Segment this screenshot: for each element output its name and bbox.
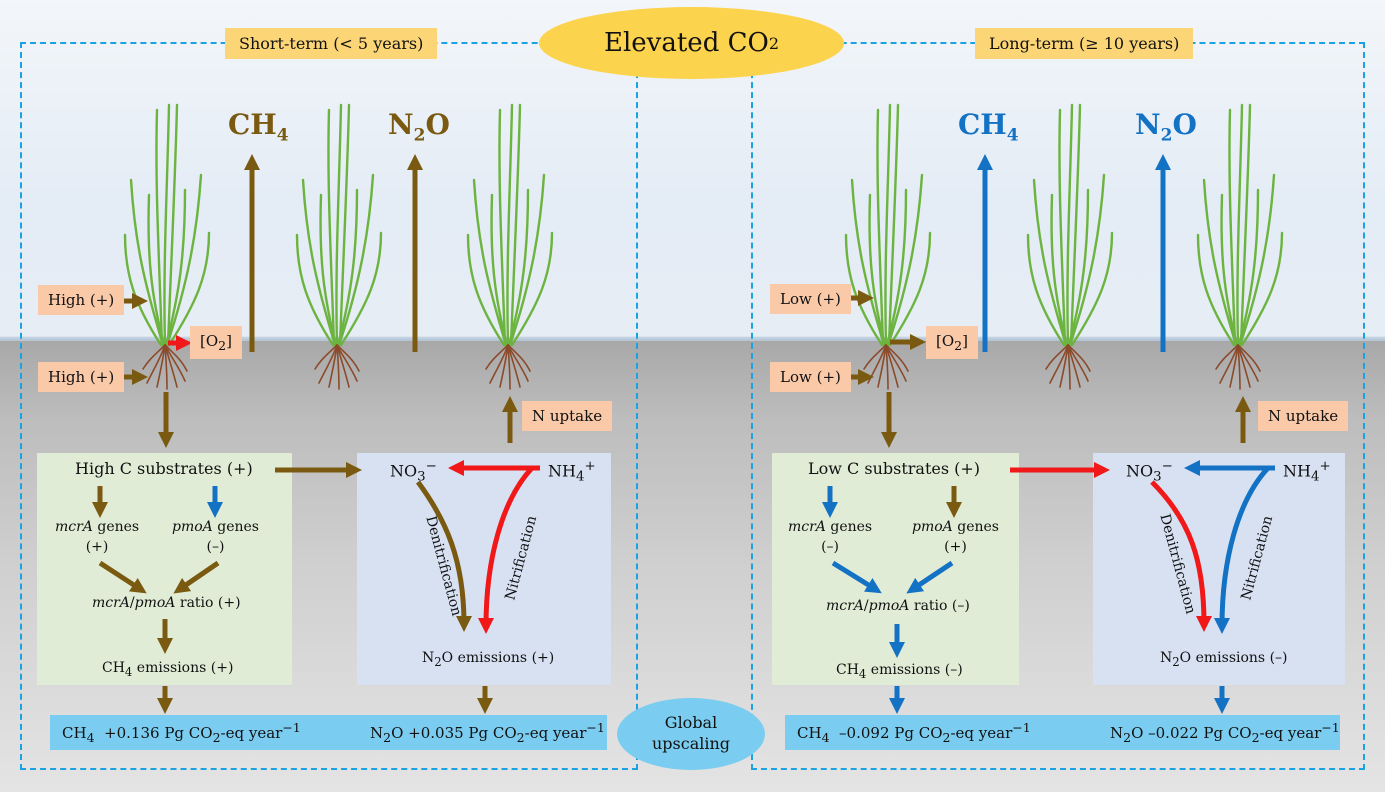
left-input-bottom: High (+) <box>38 362 125 392</box>
right-no3: NO3− <box>1126 459 1173 485</box>
left-nitrogen-box <box>357 453 611 685</box>
left-nh4: NH4+ <box>548 459 596 485</box>
right-n2o-label: N2O <box>1135 108 1197 146</box>
right-mcra-genes: mcrA genes(–) <box>788 519 873 555</box>
rice-plant <box>295 103 383 391</box>
right-n2o-emissions: N2O emissions (–) <box>1160 650 1288 669</box>
right-nh4: NH4+ <box>1283 459 1331 485</box>
right-n-uptake: N uptake <box>1258 401 1349 431</box>
rice-plant <box>844 103 932 391</box>
short-term-label: Short-term (< 5 years) <box>225 28 438 59</box>
left-n2o-emissions: N2O emissions (+) <box>422 650 555 669</box>
left-n2o-label: N2O <box>388 108 450 146</box>
left-o2-label: [O2] <box>190 326 242 359</box>
left-input-top: High (+) <box>38 285 125 315</box>
rice-plant <box>1026 103 1114 391</box>
right-o2-label: [O2] <box>926 326 978 359</box>
right-input-bottom: Low (+) <box>770 362 851 392</box>
right-upscaling-bar: CH4 –0.092 Pg CO2-eq year−1 N2O –0.022 P… <box>785 715 1340 750</box>
left-upscaling-bar: CH4 +0.136 Pg CO2-eq year−1 N2O +0.035 P… <box>50 715 607 750</box>
right-upscale-ch4: CH4 –0.092 Pg CO2-eq year−1 <box>797 720 1031 745</box>
right-nitrogen-box <box>1093 453 1345 685</box>
left-ch4-label: CH4 <box>228 108 289 146</box>
right-ratio: mcrA/pmoA ratio (–) <box>826 598 970 614</box>
long-term-label: Long-term (≥ 10 years) <box>975 28 1194 59</box>
left-upscale-ch4: CH4 +0.136 Pg CO2-eq year−1 <box>62 720 301 745</box>
right-ch4-emissions: CH4 emissions (–) <box>836 662 963 681</box>
left-ratio: mcrA/pmoA ratio (+) <box>92 595 241 611</box>
left-pmoa-genes: pmoA genes(–) <box>172 519 259 555</box>
left-c-substrates: High C substrates (+) <box>75 459 253 478</box>
left-n-uptake: N uptake <box>522 401 613 431</box>
left-ch4-emissions: CH4 emissions (+) <box>102 660 234 679</box>
right-c-substrates: Low C substrates (+) <box>808 459 981 478</box>
right-ch4-label: CH4 <box>958 108 1019 146</box>
right-input-top: Low (+) <box>770 284 851 314</box>
rice-plant <box>466 103 554 391</box>
right-upscale-n2o: N2O –0.022 Pg CO2-eq year−1 <box>1110 720 1340 745</box>
water-surface <box>0 337 1385 341</box>
right-pmoa-genes: pmoA genes(+) <box>912 519 999 555</box>
left-upscale-n2o: N2O +0.035 Pg CO2-eq year−1 <box>370 720 605 745</box>
rice-plant <box>1196 103 1284 391</box>
left-no3: NO3− <box>390 459 437 485</box>
left-mcra-genes: mcrA genes(+) <box>55 519 140 555</box>
